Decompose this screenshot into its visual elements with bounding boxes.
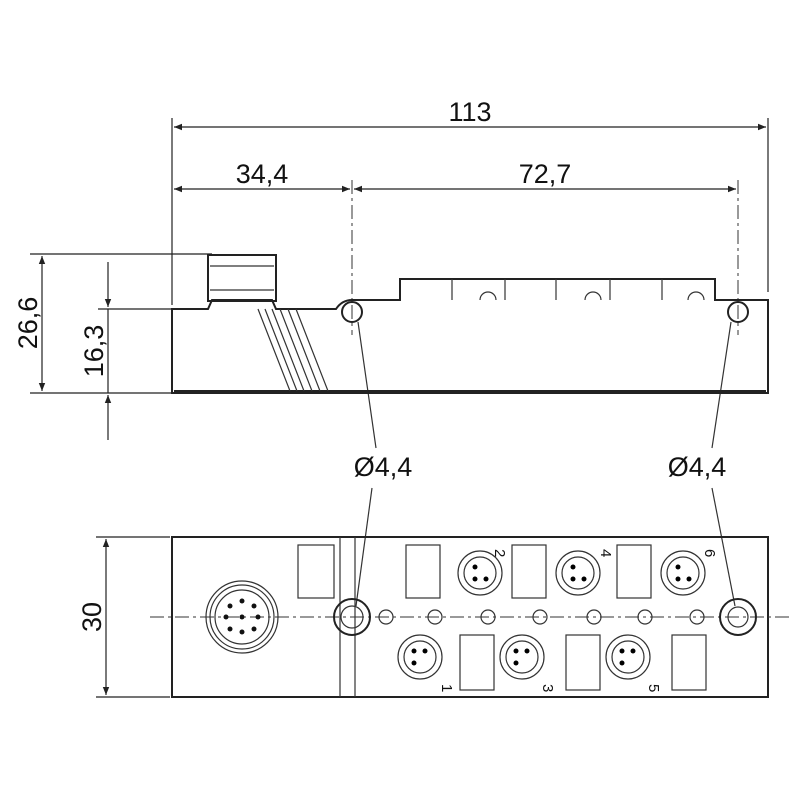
cable-hatch [257, 308, 329, 392]
port-6 [660, 550, 706, 596]
mounting-hole-left-side [341, 301, 363, 323]
dim-body-height: 16,3 [79, 325, 109, 378]
port-5 [605, 634, 651, 680]
port-number-1: 1 [438, 684, 455, 692]
dim-width: 30 [77, 602, 107, 632]
port-number-5: 5 [645, 684, 662, 692]
port-number-3: 3 [539, 684, 556, 692]
label-fields [297, 544, 707, 691]
top-view: 2 4 6 1 3 5 [150, 536, 790, 698]
dim-left-offset: 34,4 [236, 159, 289, 189]
dimension-lines [30, 118, 769, 698]
m12-connector-side [207, 254, 277, 302]
leader-lines [355, 321, 736, 607]
port-3 [499, 634, 545, 680]
port-number-6: 6 [701, 549, 718, 557]
hole-diameter-right-label: Ø4,4 [668, 452, 727, 482]
hole-diameter-left-label: Ø4,4 [354, 452, 413, 482]
dim-overall-length: 113 [448, 97, 491, 127]
m23-connector [205, 580, 279, 654]
led-indicators [378, 609, 705, 625]
port-4 [555, 550, 601, 596]
port-2 [457, 550, 503, 596]
side-view [171, 254, 769, 394]
mounting-hole-left [333, 598, 371, 636]
dim-hole-spacing: 72,7 [519, 159, 572, 189]
dim-total-height: 26,6 [13, 297, 43, 350]
port-number-4: 4 [597, 549, 614, 557]
mounting-hole-right-side [727, 301, 749, 323]
mounting-hole-right [719, 598, 757, 636]
port-number-2: 2 [491, 549, 508, 557]
port-1 [397, 634, 443, 680]
